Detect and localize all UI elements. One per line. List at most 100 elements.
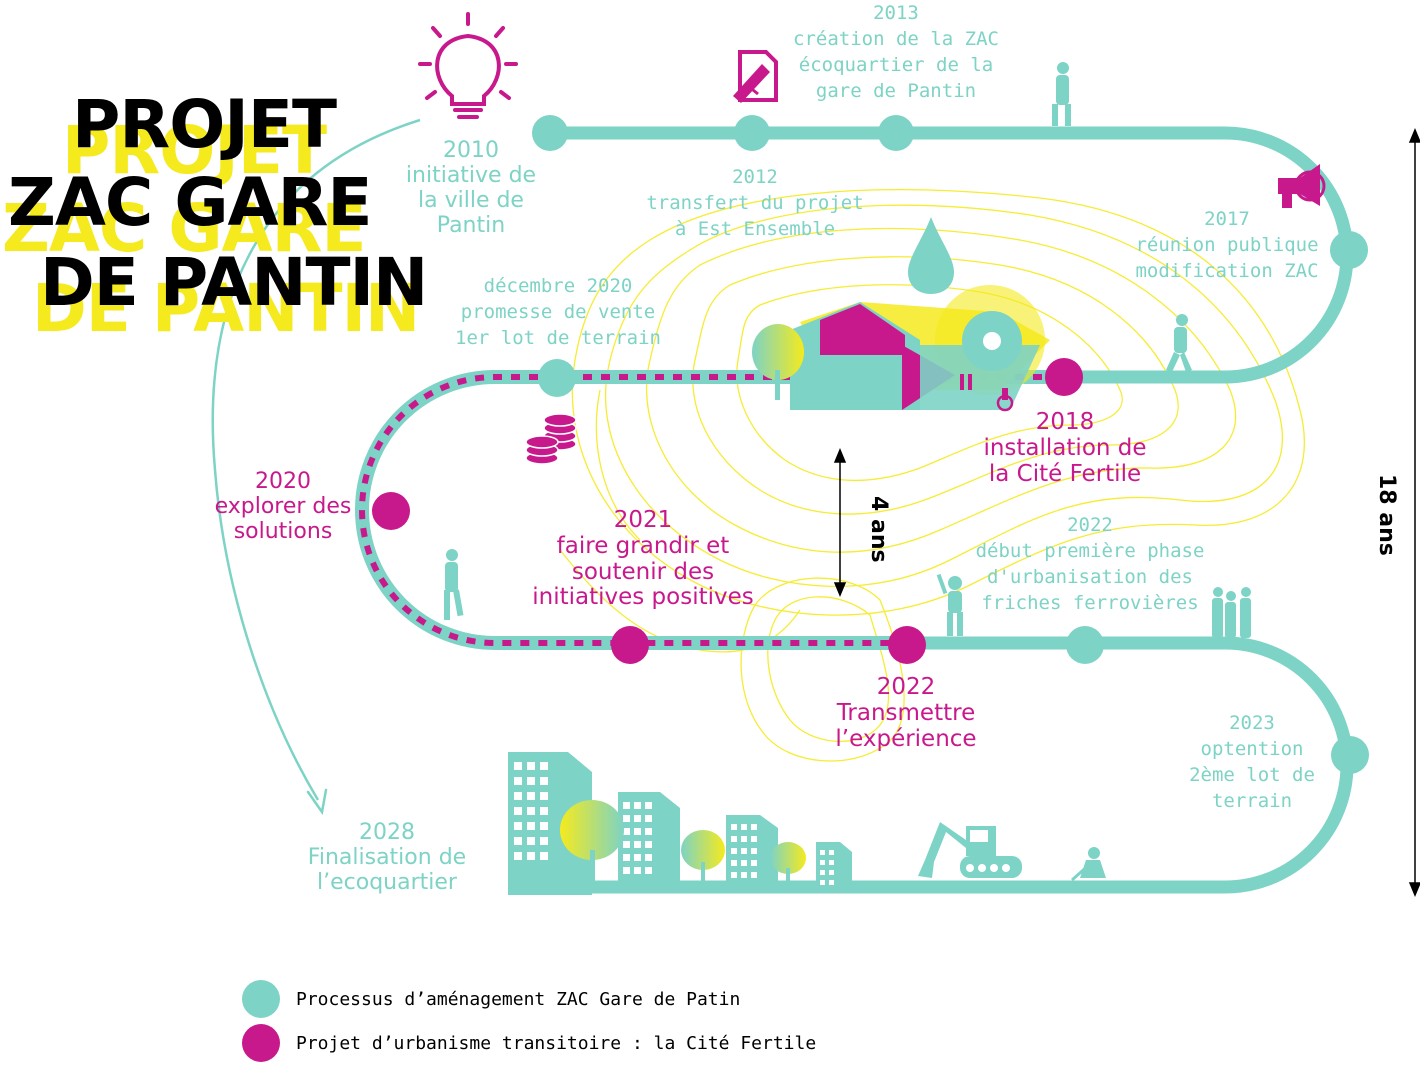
milestone-text: explorer des	[214, 494, 352, 520]
document-sign-icon	[733, 50, 778, 103]
coins-icon	[525, 413, 577, 465]
milestone-year: 2028	[359, 820, 415, 845]
duration-4-ans-arrow	[833, 448, 847, 597]
duration-18-ans-arrow	[1408, 128, 1420, 897]
milestone-2022-transmettre: 2022 Transmettre l’expérience	[820, 674, 992, 752]
milestone-year: 2020	[255, 469, 311, 494]
milestone-2013: 2013 création de la ZAC écoquartier de l…	[786, 0, 1006, 104]
person-walking-left	[444, 549, 464, 620]
duration-18-ans: 18 ans	[1374, 474, 1399, 556]
title-line2: ZAC GARE	[8, 164, 373, 241]
node-2017	[1330, 231, 1368, 269]
transitional-road	[355, 370, 1060, 650]
node-2022a	[1066, 626, 1104, 664]
milestone-text: la ville de	[418, 188, 524, 214]
megaphone-icon	[1278, 164, 1326, 208]
milestone-2018: 2018 installation de la Cité Fertile	[960, 409, 1170, 487]
lightbulb-icon	[418, 12, 518, 119]
milestone-2028: 2028 Finalisation de l’ecoquartier	[292, 820, 482, 895]
milestone-text: 2ème lot de	[1189, 764, 1315, 787]
milestone-year: 2021	[613, 507, 673, 533]
worker-shoveling	[1071, 847, 1106, 882]
timeline-nodes	[372, 115, 1369, 774]
milestone-text: optention	[1200, 738, 1304, 761]
milestone-text: réunion publique	[1135, 234, 1319, 257]
milestone-text: modification ZAC	[1135, 260, 1319, 283]
milestone-2021: 2021 faire grandir et soutenir des initi…	[520, 507, 766, 611]
legend-label: Projet d’urbanisme transitoire : la Cité…	[296, 1032, 817, 1054]
node-2020dec	[538, 359, 576, 397]
milestone-dec-2020: décembre 2020 promesse de vente 1er lot …	[448, 273, 668, 351]
node-2020	[372, 492, 410, 530]
milestone-text: Finalisation de	[307, 845, 467, 871]
milestone-text: gare de Pantin	[815, 80, 977, 103]
milestone-year: 2017	[1204, 208, 1250, 230]
milestone-2022-urbanisation: 2022 début première phase d'urbanisation…	[970, 512, 1210, 616]
milestone-text: soutenir des	[571, 558, 715, 585]
water-drop-icon	[908, 217, 954, 294]
milestone-text: début première phase	[975, 540, 1205, 563]
milestone-year: 2018	[1035, 409, 1095, 435]
milestone-text: à Est Ensemble	[674, 218, 836, 241]
group-of-people	[1212, 587, 1251, 638]
milestone-text: installation de	[983, 434, 1147, 461]
milestone-year: 2022	[1067, 514, 1113, 536]
legend-item-zac: Processus d’aménagement ZAC Gare de Pati…	[242, 980, 740, 1018]
title-line3: DE PANTIN	[40, 244, 428, 321]
node-2022b	[888, 626, 926, 664]
node-2012	[734, 115, 770, 151]
milestone-year: 2022	[876, 674, 936, 700]
title-line3-shadow: DE PANTIN	[32, 270, 420, 347]
milestone-text: création de la ZAC	[793, 28, 999, 51]
milestone-text: transfert du projet	[646, 192, 864, 215]
milestone-text: promesse de vente	[460, 301, 656, 324]
milestone-year: décembre 2020	[483, 275, 633, 297]
city-skyline	[508, 752, 852, 895]
milestone-text: 1er lot de terrain	[455, 327, 661, 350]
node-2018	[1045, 358, 1083, 396]
trees	[560, 800, 806, 890]
person-waving	[936, 573, 963, 636]
person-walking-top	[1052, 62, 1071, 126]
milestone-2010: 2010 initiative de la ville de Pantin	[400, 138, 542, 238]
legend-swatch-teal	[242, 980, 280, 1018]
milestone-text: Transmettre	[836, 699, 976, 726]
person-walking-right	[1166, 314, 1192, 372]
milestone-text: Pantin	[436, 213, 506, 239]
milestone-text: initiatives positives	[532, 584, 754, 611]
title-line1-shadow: PROJET	[62, 112, 327, 189]
title-line2-shadow: ZAC GARE	[2, 190, 367, 267]
legend-label: Processus d’aménagement ZAC Gare de Pati…	[296, 988, 741, 1010]
cite-fertile-building	[752, 285, 1050, 412]
duration-4-ans: 4 ans	[866, 496, 891, 563]
node-2010	[532, 115, 568, 151]
milestone-year: 2010	[443, 138, 499, 163]
milestone-text: friches ferrovières	[981, 592, 1199, 615]
milestone-2020: 2020 explorer des solutions	[200, 469, 366, 544]
person-silhouettes	[444, 62, 1251, 882]
legend-swatch-magenta	[242, 1024, 280, 1062]
milestone-text: solutions	[233, 519, 333, 545]
milestone-text: faire grandir et	[556, 532, 730, 559]
page-title: PROJET ZAC GARE DE PANTIN PROJET ZAC GAR…	[0, 0, 440, 360]
node-2013	[878, 115, 914, 151]
milestone-year: 2023	[1229, 712, 1275, 734]
milestone-text: la Cité Fertile	[988, 460, 1142, 487]
milestone-year: 2012	[732, 166, 778, 188]
milestone-text: l’ecoquartier	[317, 870, 457, 896]
milestone-2017: 2017 réunion publique modification ZAC	[1127, 206, 1327, 284]
milestone-2023: 2023 optention 2ème lot de terrain	[1180, 710, 1324, 814]
milestone-text: d'urbanisation des	[987, 566, 1193, 589]
node-2021	[611, 626, 649, 664]
excavator-icon	[918, 822, 1022, 878]
milestone-text: écoquartier de la	[798, 54, 994, 77]
node-2023	[1331, 736, 1369, 774]
milestone-year: 2013	[873, 2, 919, 24]
milestone-text: initiative de	[405, 163, 537, 189]
building-windows	[514, 762, 834, 885]
milestone-2012: 2012 transfert du projet à Est Ensemble	[640, 164, 870, 242]
title-line1: PROJET	[72, 86, 337, 163]
milestone-text: l’expérience	[835, 725, 977, 752]
